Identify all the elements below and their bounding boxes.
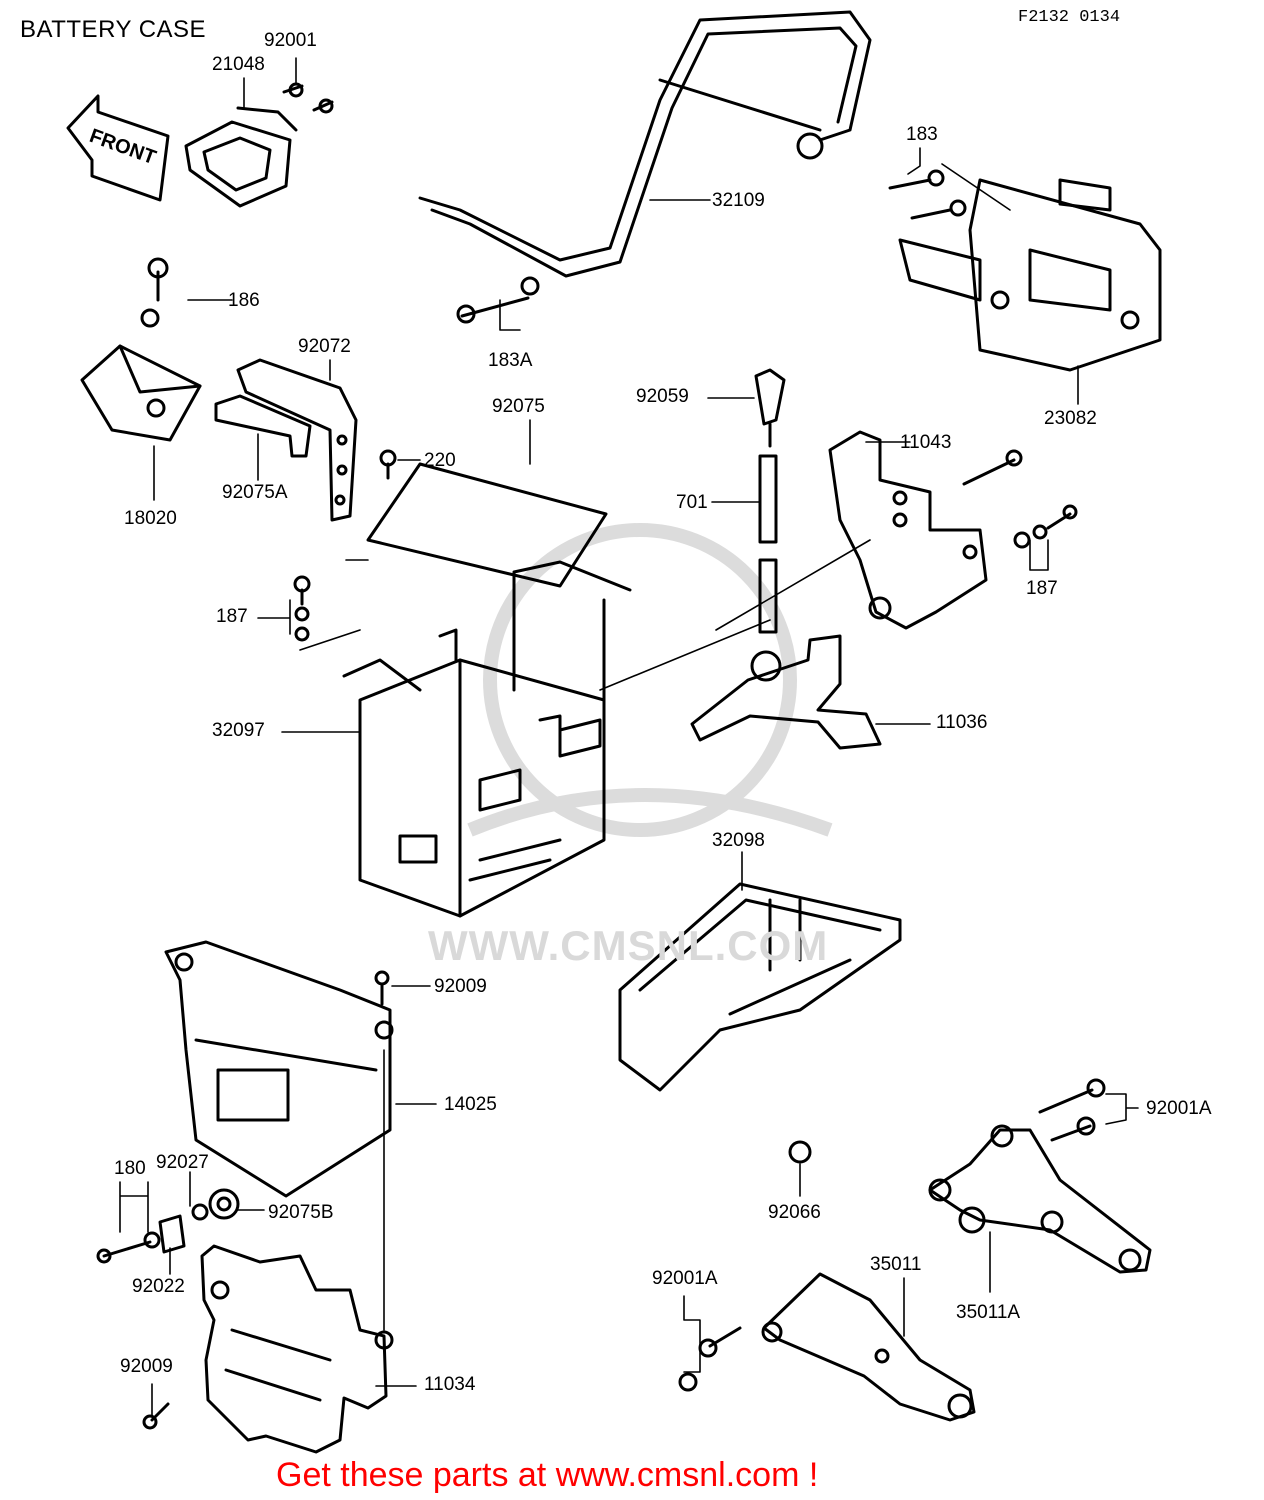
label-187-right[interactable]: 187 (1026, 578, 1058, 599)
label-92009-upper[interactable]: 92009 (434, 976, 487, 997)
label-23082[interactable]: 23082 (1044, 408, 1097, 429)
part-11043 (828, 430, 988, 630)
label-92075[interactable]: 92075 (492, 396, 545, 417)
part-18020 (80, 344, 202, 442)
part-32098 (618, 882, 902, 1092)
part-183 (888, 169, 967, 220)
part-23082 (898, 178, 1162, 372)
part-180 (96, 1231, 161, 1264)
part-92001A-lower (678, 1326, 742, 1392)
part-92001 (282, 82, 334, 114)
part-32109 (418, 10, 872, 278)
footer-promo[interactable]: Get these parts at www.cmsnl.com ! (276, 1456, 819, 1494)
part-92075B (208, 1188, 240, 1220)
label-701[interactable]: 701 (676, 492, 708, 513)
front-sign (66, 94, 170, 202)
label-92027[interactable]: 92027 (156, 1152, 209, 1173)
label-92022[interactable]: 92022 (132, 1276, 185, 1297)
label-92001[interactable]: 92001 (264, 30, 317, 51)
label-11043[interactable]: 11043 (900, 432, 952, 453)
label-220[interactable]: 220 (424, 450, 456, 471)
label-92066[interactable]: 92066 (768, 1202, 821, 1223)
label-187-left[interactable]: 187 (216, 606, 248, 627)
label-21048[interactable]: 21048 (212, 54, 265, 75)
label-186[interactable]: 186 (228, 290, 260, 311)
label-92059[interactable]: 92059 (636, 386, 689, 407)
part-14025 (164, 940, 394, 1198)
part-701 (758, 454, 778, 634)
part-187-right (962, 449, 1078, 549)
part-21048 (184, 106, 298, 208)
label-92001A-upper[interactable]: 92001A (1146, 1098, 1212, 1119)
label-92075B[interactable]: 92075B (268, 1202, 334, 1223)
label-92001A-lower[interactable]: 92001A (652, 1268, 718, 1289)
part-35011A (928, 1124, 1152, 1274)
part-92009-lower (142, 1402, 170, 1430)
label-35011A[interactable]: 35011A (956, 1302, 1021, 1323)
label-183A[interactable]: 183A (488, 350, 533, 371)
part-92009-upper (374, 970, 390, 1006)
part-32097 (342, 560, 632, 918)
part-92059 (754, 368, 786, 448)
label-180[interactable]: 180 (114, 1158, 146, 1179)
part-92001A-upper (1038, 1078, 1106, 1142)
part-92022 (158, 1214, 186, 1254)
page-title: BATTERY CASE (20, 16, 207, 43)
label-14025[interactable]: 14025 (444, 1094, 497, 1115)
part-11036 (690, 634, 882, 750)
label-32109[interactable]: 32109 (712, 190, 765, 211)
label-92075A[interactable]: 92075A (222, 482, 288, 503)
part-11034 (200, 1244, 394, 1454)
watermark-text: WWW.CMSNL.COM (428, 922, 829, 969)
label-11034[interactable]: 11034 (424, 1374, 476, 1395)
part-92072 (236, 358, 358, 522)
part-35011 (761, 1272, 976, 1422)
label-32098[interactable]: 32098 (712, 830, 765, 851)
part-220 (379, 449, 397, 480)
drawing-code: F2132 0134 (1018, 8, 1121, 27)
watermark-logo (467, 523, 833, 837)
label-183[interactable]: 183 (906, 124, 938, 145)
label-18020[interactable]: 18020 (124, 508, 177, 529)
label-92072[interactable]: 92072 (298, 336, 351, 357)
part-92027 (191, 1203, 209, 1221)
part-187-left (293, 575, 311, 642)
part-92075A (214, 394, 312, 458)
part-92075 (366, 462, 608, 588)
label-32097[interactable]: 32097 (212, 720, 265, 741)
label-92009-lower[interactable]: 92009 (120, 1356, 173, 1377)
part-186 (140, 257, 169, 328)
part-183A (456, 276, 540, 324)
leader-lines (119, 57, 1139, 1417)
label-35011[interactable]: 35011 (870, 1254, 922, 1275)
part-92066 (788, 1140, 812, 1164)
label-11036[interactable]: 11036 (936, 712, 988, 733)
